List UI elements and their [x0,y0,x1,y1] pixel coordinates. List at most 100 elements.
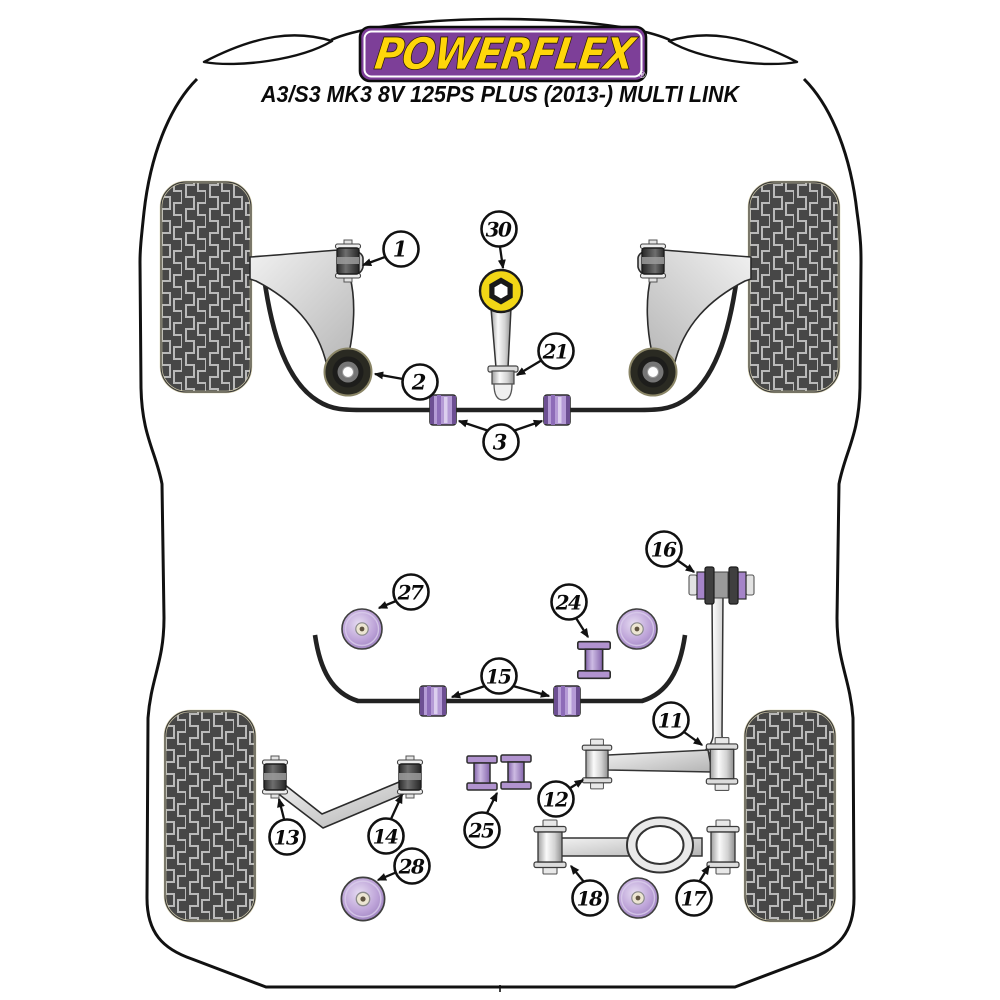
callout-circle [463,811,501,849]
callout-circle [393,847,431,885]
callout-28: 28 [376,847,431,885]
callout-17: 17 [675,864,713,917]
rear-anti-roll-bar [312,634,688,717]
rear-right-tire [743,709,837,923]
callout-1: 1 [361,230,420,268]
callout-arrow [389,793,404,820]
lower-spool-bushing-right [500,754,532,790]
front-left-control-arm [250,240,372,396]
callout-arrow [512,684,551,698]
callout-number: 24 [555,591,581,615]
rear-lower-disc-bushing-right [617,877,659,919]
callout-arrow [497,246,506,270]
callout-15: 15 [450,657,551,699]
callout-circle [367,817,405,855]
right-mirror [667,34,799,66]
callout-21: 21 [515,332,575,376]
rear-lower-disc-bushing-left [340,876,386,922]
toe-arm-inner-bushing [581,738,613,790]
callout-number: 28 [398,855,425,879]
callout-arrow [698,864,710,883]
lower-spool-bushing-left [466,755,498,791]
callout-30: 30 [480,210,518,270]
callout-circle [482,423,520,461]
front-right-tire [747,180,841,394]
callout-18: 18 [570,864,609,917]
callout-14: 14 [367,793,405,855]
spring-arm-inner-bushing [533,819,567,875]
callout-circle [537,780,575,818]
rear-upper-disc-bushing-left [341,608,383,650]
callout-number: 30 [486,218,512,242]
callout-number: 17 [681,887,707,911]
rear-spool-bushing [576,640,612,680]
callout-11: 11 [652,701,704,746]
callout-arrow [515,359,543,376]
fitment-subtitle: A3/S3 MK3 8V 125PS PLUS (2013-) MULTI LI… [260,81,740,107]
callout-circle [537,332,575,370]
callout-circle [550,583,588,621]
callout-25: 25 [463,791,501,849]
callout-24: 24 [550,583,589,639]
callout-circle [675,879,713,917]
callout-arrow [683,731,704,746]
callout-number: 15 [486,665,511,689]
callout-number: 25 [468,819,494,843]
tie-bar-front-bushing [261,755,289,799]
callout-number: 13 [274,826,300,850]
callout-arrow [575,617,589,639]
callout-number: 3 [493,430,508,455]
callout-number: 14 [373,825,398,849]
spring-arm-outer-bushing [706,819,740,875]
rear-toe-arm [581,736,739,792]
callout-arrow [450,684,486,699]
toe-arm-outer-bushing [705,736,739,792]
callout-arrow [676,559,696,573]
callout-arrow [377,599,397,610]
callout-12: 12 [537,779,585,818]
callout-arrow [373,371,404,381]
callout-13: 13 [268,797,306,856]
rear-tie-bar [261,755,424,829]
callout-arrow [457,419,490,433]
car-body-outline [138,17,863,992]
callout-arrow [277,797,286,820]
front-left-tire [159,180,253,394]
callout-circle [401,363,439,401]
callout-circle [480,210,518,248]
engine-mount-dog-bone [478,268,524,401]
callout-number: 12 [543,788,569,812]
rear-trailing-arm [688,566,755,754]
front-right-control-arm [630,240,752,396]
callout-circle [268,818,306,856]
front-arb-bushing-left [429,394,457,426]
dog-bone-yellow-bushing [478,268,524,314]
callout-number: 2 [411,370,427,395]
front-anti-roll-bar [261,276,740,426]
callout-2: 2 [373,363,439,401]
callout-27: 27 [377,573,430,611]
callout-number: 27 [397,581,424,605]
rear-upper-disc-bushing-right [616,608,658,650]
callout-arrow [361,255,386,267]
callout-circle [571,879,609,917]
callout-arrow [485,791,499,814]
powerflex-logo: POWERFLEX ® [358,25,648,83]
callout-arrow [570,864,585,883]
trailing-arm-front-bushing [688,566,755,605]
callout-arrow [376,870,398,882]
callout-number: 11 [658,709,683,733]
tie-bar-rear-bushing [396,755,424,799]
callout-circle [382,230,420,268]
callout-arrow [512,419,544,433]
left-mirror [202,34,334,66]
callout-16: 16 [645,530,696,573]
callout-number: 1 [393,237,408,262]
callout-circle [392,573,430,611]
callout-number: 21 [542,340,568,364]
rear-arb-bushing-left [419,685,447,717]
rear-spring-arm [533,816,740,875]
